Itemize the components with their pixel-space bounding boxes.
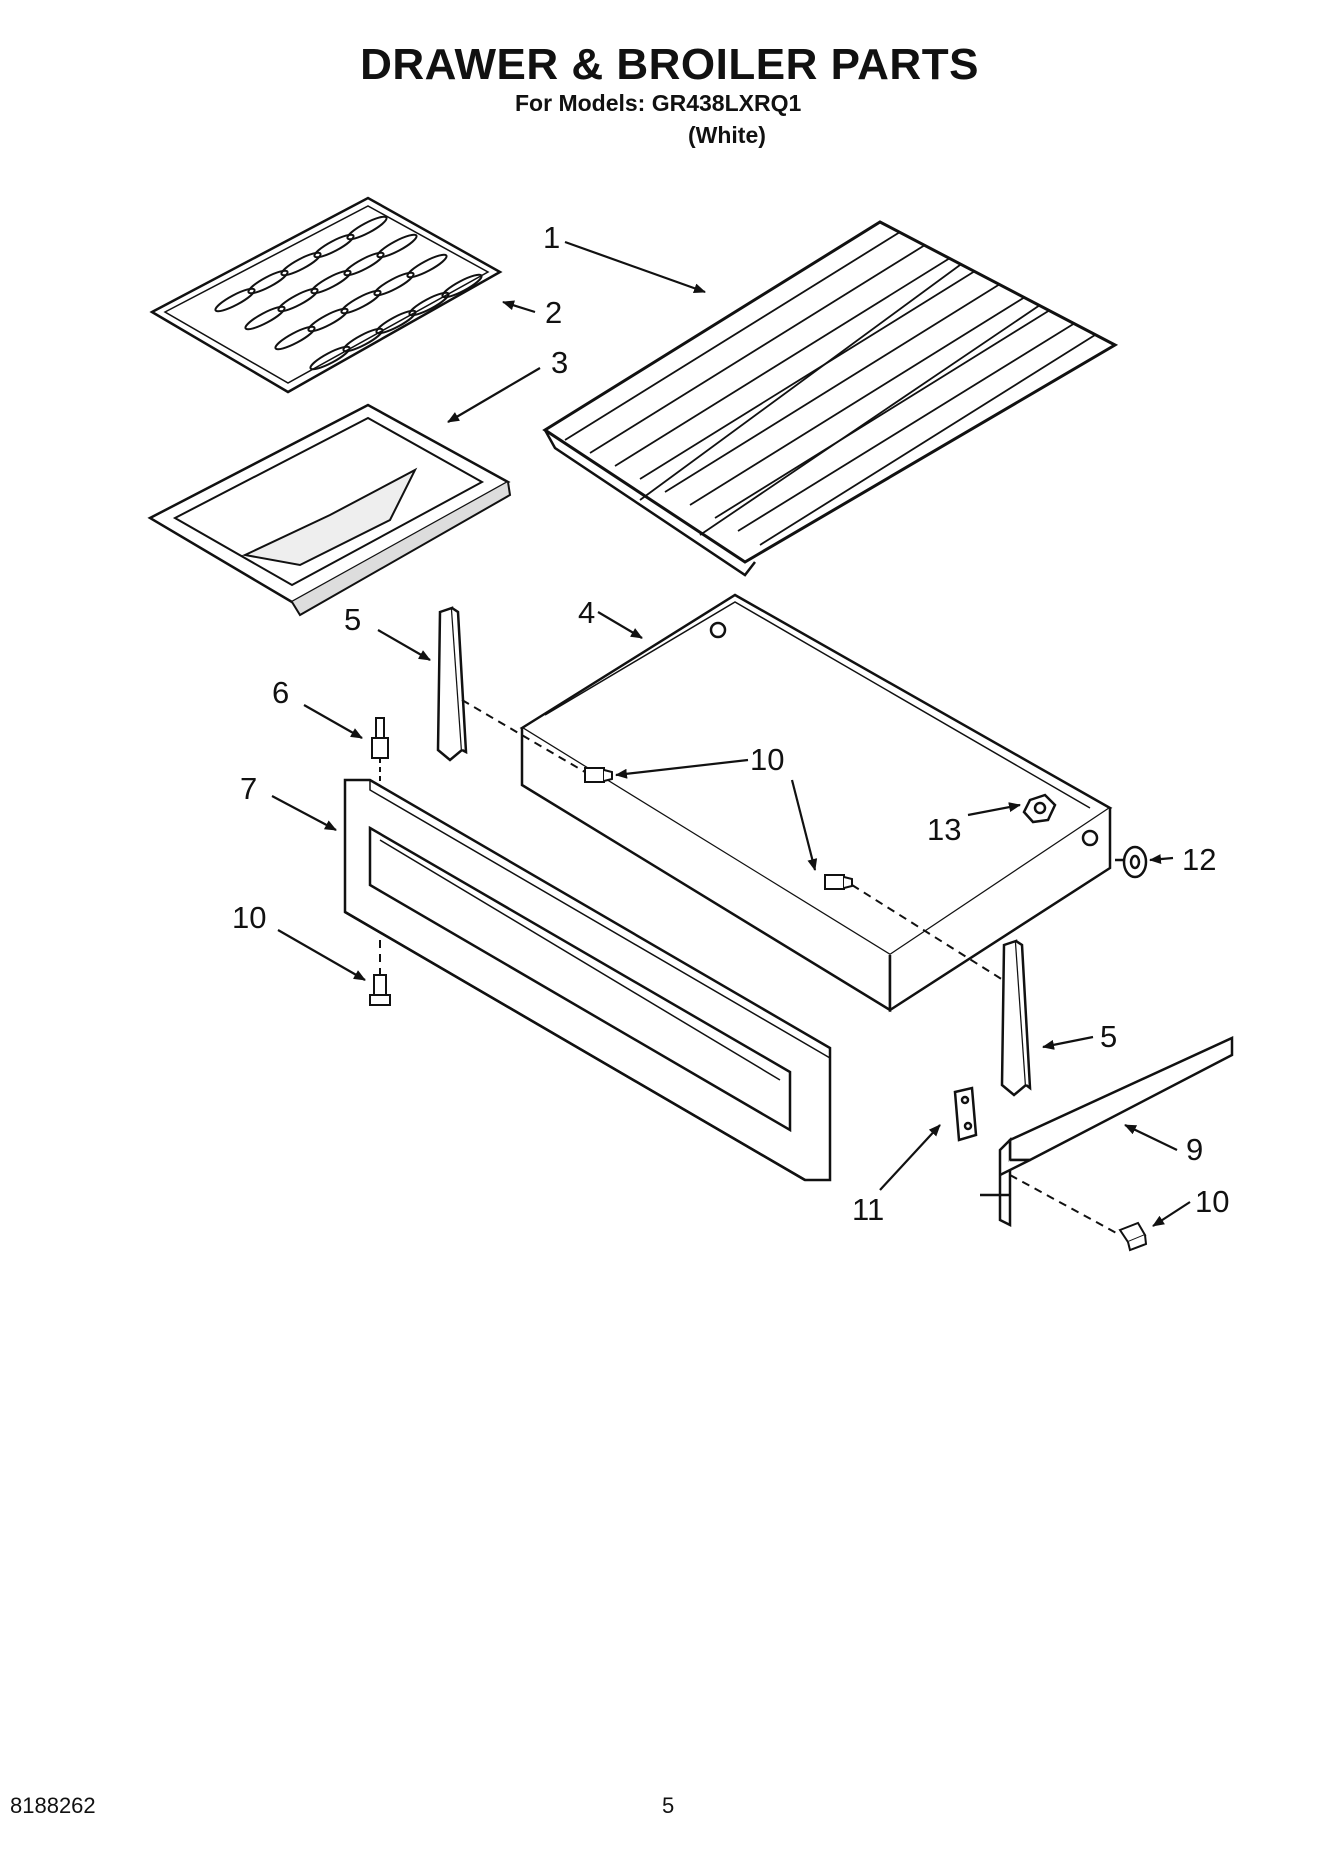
screw-drawer-left bbox=[584, 767, 613, 783]
document-number: 8188262 bbox=[10, 1793, 96, 1818]
callout-1: 1 bbox=[543, 220, 560, 255]
model-number: For Models: GR438LXRQ1 bbox=[515, 90, 802, 116]
callout-numbers: 1 2 3 4 5 6 7 10 13 12 5 9 11 10 10 bbox=[232, 220, 1229, 1227]
callout-12: 12 bbox=[1182, 842, 1216, 877]
roller bbox=[1115, 845, 1148, 879]
callout-3: 3 bbox=[551, 345, 568, 380]
callout-6: 6 bbox=[272, 675, 289, 710]
callout-9: 9 bbox=[1186, 1132, 1203, 1167]
page-number: 5 bbox=[662, 1793, 675, 1818]
bracket bbox=[953, 1086, 978, 1142]
screw-rail bbox=[1118, 1221, 1148, 1252]
callout-10-front: 10 bbox=[232, 900, 266, 935]
screw-front bbox=[369, 974, 391, 1006]
broiler-pan bbox=[147, 403, 512, 617]
callout-10-drawer: 10 bbox=[750, 742, 784, 777]
leader-lines bbox=[271, 240, 1191, 1227]
drawer-body bbox=[519, 593, 1113, 1013]
callout-13: 13 bbox=[927, 812, 961, 847]
page-title: DRAWER & BROILER PARTS bbox=[360, 40, 979, 89]
drawer-slide-right bbox=[1000, 939, 1032, 1097]
stud bbox=[371, 717, 389, 790]
callout-11: 11 bbox=[852, 1192, 884, 1227]
callout-5-right: 5 bbox=[1100, 1019, 1117, 1054]
oven-rack bbox=[542, 220, 1119, 577]
broiler-grid bbox=[149, 196, 503, 394]
drawer-rail bbox=[980, 1036, 1234, 1228]
nut bbox=[1022, 793, 1057, 824]
drawer-slide-left bbox=[436, 606, 468, 762]
callout-7: 7 bbox=[240, 771, 257, 806]
callout-4: 4 bbox=[578, 595, 595, 630]
callout-10-rail: 10 bbox=[1195, 1184, 1229, 1219]
screw-drawer-right bbox=[824, 874, 853, 890]
callout-5-left: 5 bbox=[344, 602, 361, 637]
model-variant: (White) bbox=[688, 122, 766, 148]
callout-2: 2 bbox=[545, 295, 562, 330]
drawer-front-panel bbox=[343, 778, 832, 1182]
assembly-lines bbox=[379, 699, 1121, 1236]
